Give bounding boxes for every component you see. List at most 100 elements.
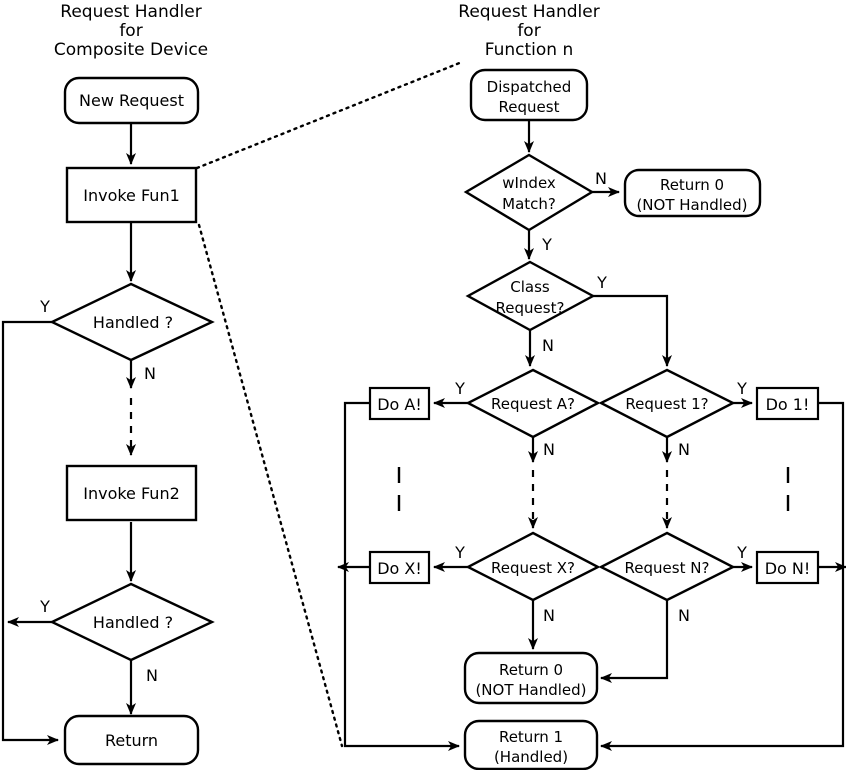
node-windex-match[interactable]: wIndex Match? <box>463 153 595 232</box>
edge-handled1-yes-to-return <box>1 320 59 745</box>
handled-2-label: Handled ? <box>93 613 173 632</box>
label-requestn-yes: Y <box>736 543 747 562</box>
request-x-shape <box>465 531 601 602</box>
label-windex-yes: Y <box>541 235 552 254</box>
label-requestx-no: N <box>543 606 555 625</box>
title-left-line2: for <box>119 21 142 41</box>
return0-top-line1: Return 0 <box>660 176 724 194</box>
title-right-line2: for <box>517 21 540 41</box>
return1-shape <box>463 719 599 770</box>
title-left-line3: Composite Device <box>54 40 208 60</box>
dispatched-request-line1: Dispatched <box>487 78 572 96</box>
node-request-1[interactable]: Request 1? <box>598 368 736 439</box>
class-request-line1: Class <box>510 278 550 296</box>
return0-top-shape <box>623 168 762 218</box>
leader-upper <box>195 60 464 170</box>
node-return0-bottom[interactable]: Return 0 (NOT Handled) <box>463 651 599 705</box>
do-a-shape <box>368 386 431 421</box>
node-do-a[interactable]: Do A! <box>368 386 431 421</box>
invoke-fun1-label: Invoke Fun1 <box>83 186 180 205</box>
invoke-fun2-shape <box>65 464 198 522</box>
node-return0-top[interactable]: Return 0 (NOT Handled) <box>623 168 762 218</box>
label-requestn-no: N <box>678 606 690 625</box>
node-request-n[interactable]: Request N? <box>598 531 736 602</box>
node-dispatched-request[interactable]: Dispatched Request <box>469 68 589 122</box>
new-request-shape <box>63 76 200 125</box>
leader-lower <box>197 223 344 748</box>
label-requesta-yes: Y <box>454 379 465 398</box>
new-request-label: New Request <box>79 91 184 110</box>
do-x-label: Do X! <box>377 559 422 578</box>
return1-line2: (Handled) <box>494 748 568 766</box>
node-handled-2[interactable]: Handled ? <box>49 582 215 662</box>
title-right: Request Handler for Function n <box>458 2 599 60</box>
node-do-1[interactable]: Do 1! <box>755 386 820 421</box>
node-invoke-fun1[interactable]: Invoke Fun1 <box>65 166 198 224</box>
label-handled2-yes: Y <box>39 597 50 616</box>
request-1-label: Request 1? <box>625 395 708 413</box>
request-n-shape <box>598 531 736 602</box>
do-x-shape <box>368 550 431 585</box>
dispatched-request-line2: Request <box>499 98 560 116</box>
label-request1-no: N <box>678 440 690 459</box>
node-request-x[interactable]: Request X? <box>465 531 601 602</box>
node-invoke-fun2[interactable]: Invoke Fun2 <box>65 464 198 522</box>
handled-1-shape <box>49 282 215 362</box>
label-requestx-yes: Y <box>454 543 465 562</box>
request-x-label: Request X? <box>491 559 575 577</box>
do-n-shape <box>755 550 820 585</box>
right-flow-edges <box>337 120 846 751</box>
return0-top-line2: (NOT Handled) <box>636 196 747 214</box>
return0-bottom-shape <box>463 651 599 705</box>
do-1-label: Do 1! <box>766 395 810 414</box>
windex-match-shape <box>463 153 595 232</box>
node-request-a[interactable]: Request A? <box>465 368 601 439</box>
node-new-request[interactable]: New Request <box>63 76 200 125</box>
request-n-label: Request N? <box>625 559 710 577</box>
windex-match-line2: Match? <box>502 195 556 213</box>
handled-2-shape <box>49 582 215 662</box>
node-do-n[interactable]: Do N! <box>755 550 820 585</box>
edge-doa-to-return1 <box>343 401 460 751</box>
windex-match-line1: wIndex <box>502 174 556 192</box>
label-windex-no: N <box>595 169 607 188</box>
dispatched-request-shape <box>469 68 589 122</box>
node-do-x[interactable]: Do X! <box>368 550 431 585</box>
label-request1-yes: Y <box>736 379 747 398</box>
label-requesta-no: N <box>543 440 555 459</box>
node-return1[interactable]: Return 1 (Handled) <box>463 719 599 770</box>
request-1-shape <box>598 368 736 439</box>
label-handled1-yes: Y <box>39 297 50 316</box>
edge-class-yes-to-request1 <box>593 294 672 367</box>
request-a-label: Request A? <box>491 395 575 413</box>
return-label: Return <box>105 731 158 750</box>
node-return[interactable]: Return <box>63 714 200 766</box>
handled-1-label: Handled ? <box>93 313 173 332</box>
do-n-label: Do N! <box>765 559 811 578</box>
callout-leaders <box>195 60 464 748</box>
node-handled-1[interactable]: Handled ? <box>49 282 215 362</box>
title-left: Request Handler for Composite Device <box>54 2 208 60</box>
title-right-line3: Function n <box>485 40 574 60</box>
return1-line1: Return 1 <box>499 728 563 746</box>
title-right-line1: Request Handler <box>458 2 599 22</box>
request-a-shape <box>465 368 601 439</box>
do-1-shape <box>755 386 820 421</box>
left-flow-edges <box>1 122 136 745</box>
label-handled2-no: N <box>146 666 158 685</box>
label-class-yes: Y <box>596 273 607 292</box>
label-handled1-no: N <box>144 364 156 383</box>
node-class-request[interactable]: Class Request? <box>465 260 596 332</box>
return0-bottom-line2: (NOT Handled) <box>475 681 586 699</box>
return-shape <box>63 714 200 766</box>
invoke-fun1-shape <box>65 166 198 224</box>
edge-do1-to-return1 <box>600 401 845 751</box>
class-request-shape <box>465 260 596 332</box>
label-class-no: N <box>542 336 554 355</box>
return0-bottom-line1: Return 0 <box>499 661 563 679</box>
edge-requestn-no-to-return0bottom <box>600 600 669 683</box>
title-left-line1: Request Handler <box>60 2 201 22</box>
invoke-fun2-label: Invoke Fun2 <box>83 484 180 503</box>
